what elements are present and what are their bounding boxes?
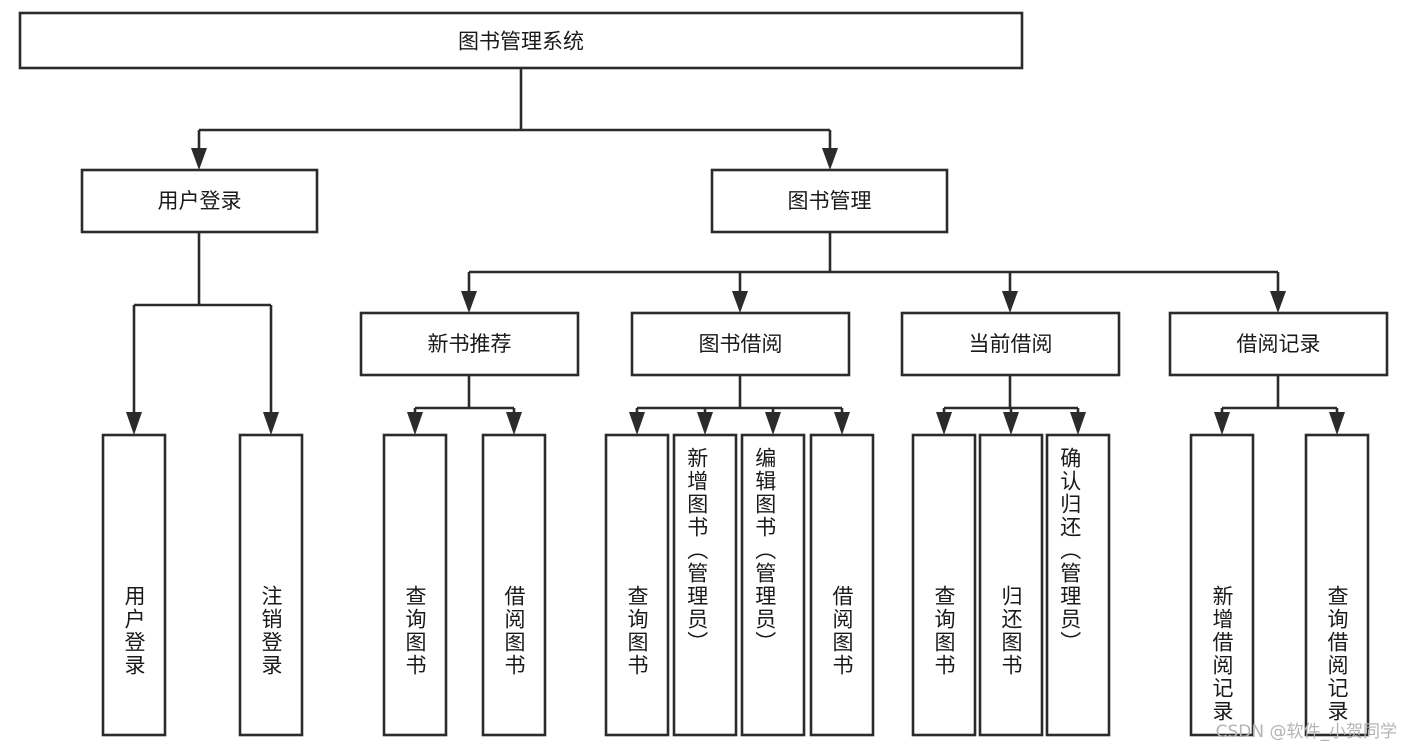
leaf-node-query-book-2-box[interactable]	[604, 433, 670, 737]
leaf-node-edit-book-label: 编辑图书（管理员）	[753, 447, 777, 654]
node-root[interactable]: 图书管理系统	[18, 11, 1024, 70]
node-borrow-record-box[interactable]	[1168, 311, 1389, 377]
leaf-node-add-book-box[interactable]	[672, 433, 738, 737]
arrow-head-current-borrow	[1002, 291, 1018, 313]
leaf-node-query-record-box[interactable]	[1304, 433, 1370, 737]
connector-group-root-to-level2	[191, 68, 838, 170]
node-user-login-label: 用户登录	[158, 189, 242, 213]
leaf-node-borrow-book-1-box[interactable]	[481, 433, 547, 737]
leaf-node-add-record-label: 新增借阅记录	[1210, 585, 1234, 723]
leaf-node-user-login-label: 用户登录	[122, 585, 146, 677]
arrow-head-leaf-confirm-return	[1070, 412, 1086, 435]
connector-group-current-borrow-to-leaves	[936, 375, 1086, 435]
leaf-node-add-record-box[interactable]	[1189, 433, 1255, 737]
node-book-manage-label: 图书管理	[788, 189, 872, 213]
node-book-manage[interactable]: 图书管理	[710, 168, 949, 234]
arrow-head-new-book-rec	[461, 291, 477, 313]
connector-group-book-borrow-to-leaves	[629, 375, 850, 435]
leaf-node-borrow-book-1-label: 借阅图书	[502, 585, 526, 677]
leaf-node-logout[interactable]: 注销登录	[238, 433, 304, 737]
leaf-node-query-record[interactable]: 查询借阅记录	[1304, 433, 1370, 737]
arrow-head-borrow-record	[1270, 291, 1286, 313]
connector-group-new-book-rec-to-leaves	[407, 375, 522, 435]
leaf-node-add-book[interactable]: 新增图书（管理员）	[672, 433, 738, 737]
node-root-box[interactable]	[18, 11, 1024, 70]
leaf-node-query-book-1[interactable]: 查询图书	[382, 433, 448, 737]
leaf-node-logout-label: 注销登录	[259, 585, 283, 677]
leaf-node-return-book-box[interactable]	[978, 433, 1044, 737]
leaf-node-query-book-1-label: 查询图书	[403, 585, 427, 677]
leaf-node-confirm-return-label: 确认归还（管理员）	[1058, 447, 1082, 654]
node-current-borrow-label: 当前借阅	[969, 332, 1053, 356]
leaf-node-return-book-label: 归还图书	[999, 585, 1023, 677]
node-current-borrow-box[interactable]	[900, 311, 1121, 377]
leaf-node-user-login-box[interactable]	[101, 433, 167, 737]
arrow-head-leaf-user-login	[126, 412, 142, 435]
node-current-borrow[interactable]: 当前借阅	[900, 311, 1121, 377]
node-book-borrow-label: 图书借阅	[699, 332, 783, 356]
leaf-node-query-book-3[interactable]: 查询图书	[911, 433, 977, 737]
arrow-head-leaf-query-book-1	[407, 412, 423, 435]
node-user-login[interactable]: 用户登录	[80, 168, 319, 234]
node-user-login-box[interactable]	[80, 168, 319, 234]
leaf-node-add-record[interactable]: 新增借阅记录	[1189, 433, 1255, 737]
arrow-head-leaf-edit-book	[765, 412, 781, 435]
node-book-borrow-box[interactable]	[630, 311, 851, 377]
arrow-head-leaf-query-record	[1329, 412, 1345, 435]
connector-group-borrow-record-to-leaves	[1214, 375, 1345, 435]
node-borrow-record-label: 借阅记录	[1237, 332, 1321, 356]
arrow-head-leaf-return-book	[1003, 412, 1019, 435]
arrow-head-book-borrow	[732, 291, 748, 313]
arrow-head-leaf-borrow-book-1	[506, 412, 522, 435]
arrow-head-book-manage	[822, 148, 838, 170]
node-new-book-rec-label: 新书推荐	[428, 332, 512, 356]
leaf-node-edit-book-box[interactable]	[740, 433, 806, 737]
leaf-node-borrow-book-2-box[interactable]	[809, 433, 875, 737]
leaf-node-return-book[interactable]: 归还图书	[978, 433, 1044, 737]
node-new-book-rec[interactable]: 新书推荐	[359, 311, 580, 377]
leaf-node-query-book-1-box[interactable]	[382, 433, 448, 737]
arrow-head-leaf-query-book-3	[936, 412, 952, 435]
leaf-node-confirm-return-box[interactable]	[1045, 433, 1111, 737]
node-book-manage-box[interactable]	[710, 168, 949, 234]
leaf-node-query-book-2[interactable]: 查询图书	[604, 433, 670, 737]
leaf-node-edit-book[interactable]: 编辑图书（管理员）	[740, 433, 806, 737]
connector-group-book-manage-to-level3	[461, 232, 1286, 313]
leaf-node-query-book-2-label: 查询图书	[625, 585, 649, 677]
node-new-book-rec-box[interactable]	[359, 311, 580, 377]
node-root-label: 图书管理系统	[458, 30, 584, 54]
connector-group-user-login-to-leaves	[126, 232, 279, 435]
leaf-node-borrow-book-2-label: 借阅图书	[830, 585, 854, 677]
leaf-node-query-record-label: 查询借阅记录	[1325, 585, 1349, 723]
arrow-head-leaf-logout	[263, 412, 279, 435]
leaf-node-borrow-book-2[interactable]: 借阅图书	[809, 433, 875, 737]
leaf-node-logout-box[interactable]	[238, 433, 304, 737]
arrow-head-leaf-add-book	[697, 412, 713, 435]
leaf-node-user-login[interactable]: 用户登录	[101, 433, 167, 737]
arrow-head-user-login	[191, 148, 207, 170]
leaf-node-confirm-return[interactable]: 确认归还（管理员）	[1045, 433, 1111, 737]
node-borrow-record[interactable]: 借阅记录	[1168, 311, 1389, 377]
arrow-head-leaf-add-record	[1214, 412, 1230, 435]
leaf-node-query-book-3-box[interactable]	[911, 433, 977, 737]
arrow-head-leaf-borrow-book-2	[834, 412, 850, 435]
leaf-node-add-book-label: 新增图书（管理员）	[685, 447, 709, 654]
leaf-node-query-book-3-label: 查询图书	[932, 585, 956, 677]
node-book-borrow[interactable]: 图书借阅	[630, 311, 851, 377]
arrow-head-leaf-query-book-2	[629, 412, 645, 435]
leaf-node-borrow-book-1[interactable]: 借阅图书	[481, 433, 547, 737]
